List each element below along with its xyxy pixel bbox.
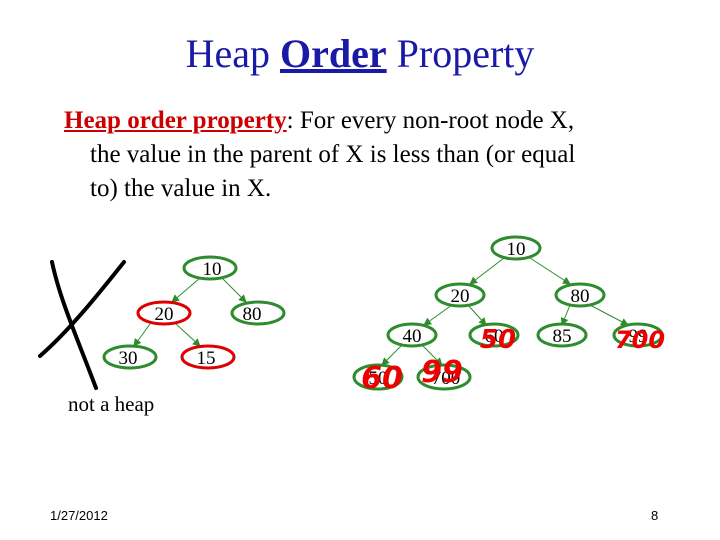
node-label: 99: [629, 326, 648, 347]
left-tree-nodes: 10 20 80 30 15: [102, 255, 286, 370]
node-label: 80: [571, 286, 590, 307]
left-tree-edges: [133, 277, 247, 347]
definition-line-3: to) the value in X.: [90, 175, 272, 202]
definition-paragraph: Heap order property: For every non-root …: [64, 104, 684, 206]
title-part-2: Property: [386, 31, 535, 76]
tree-node: 20: [434, 282, 486, 308]
tree-node: 50: [352, 363, 404, 391]
handwritten-annotations: 50 700 60 99: [361, 325, 665, 396]
handwritten-value: 700: [615, 326, 665, 354]
tree-node: 99: [612, 322, 664, 348]
not-heap-x-mark: [38, 260, 126, 390]
handwritten-value: 50: [480, 325, 516, 355]
slide-title: Heap Order Property: [0, 30, 720, 77]
definition-line-1: : For every non-root node X,: [286, 107, 575, 134]
node-label: 15: [197, 348, 216, 369]
title-emphasis: Order: [280, 31, 387, 76]
tree-node-violation: 20: [136, 300, 192, 326]
title-part-1: Heap: [185, 31, 280, 76]
tree-node: 700: [416, 363, 472, 391]
not-heap-caption: not a heap: [68, 392, 155, 416]
definition-line-2: the value in the parent of X is less tha…: [90, 141, 576, 168]
tree-node: 60: [468, 322, 520, 348]
right-tree-nodes: 10 20 80 40 60 85 99 50: [352, 235, 664, 391]
node-label: 50: [369, 368, 388, 389]
right-tree-edges: [381, 257, 629, 366]
tree-node: 10: [182, 255, 238, 281]
tree-node: 80: [230, 300, 286, 326]
tree-node: 80: [554, 282, 606, 308]
tree-node: 85: [536, 322, 588, 348]
tree-node: 10: [490, 235, 542, 261]
tree-node: 40: [386, 322, 438, 348]
node-label: 40: [403, 326, 422, 347]
footer-date: 1/27/2012: [50, 508, 108, 523]
definition-term: Heap order property: [64, 107, 287, 134]
node-label: 700: [432, 368, 461, 389]
node-label: 20: [451, 286, 470, 307]
tree-node-violation: 15: [180, 344, 236, 370]
node-label: 30: [119, 348, 138, 369]
node-label: 85: [553, 326, 572, 347]
handwritten-value: 60: [361, 361, 403, 396]
node-label: 80: [243, 304, 262, 325]
handwritten-value: 99: [421, 355, 463, 390]
tree-node: 30: [102, 344, 158, 370]
node-label: 20: [155, 304, 174, 325]
page-number: 8: [651, 508, 659, 523]
node-label: 60: [485, 326, 504, 347]
node-label: 10: [507, 239, 526, 260]
node-label: 10: [203, 259, 222, 280]
